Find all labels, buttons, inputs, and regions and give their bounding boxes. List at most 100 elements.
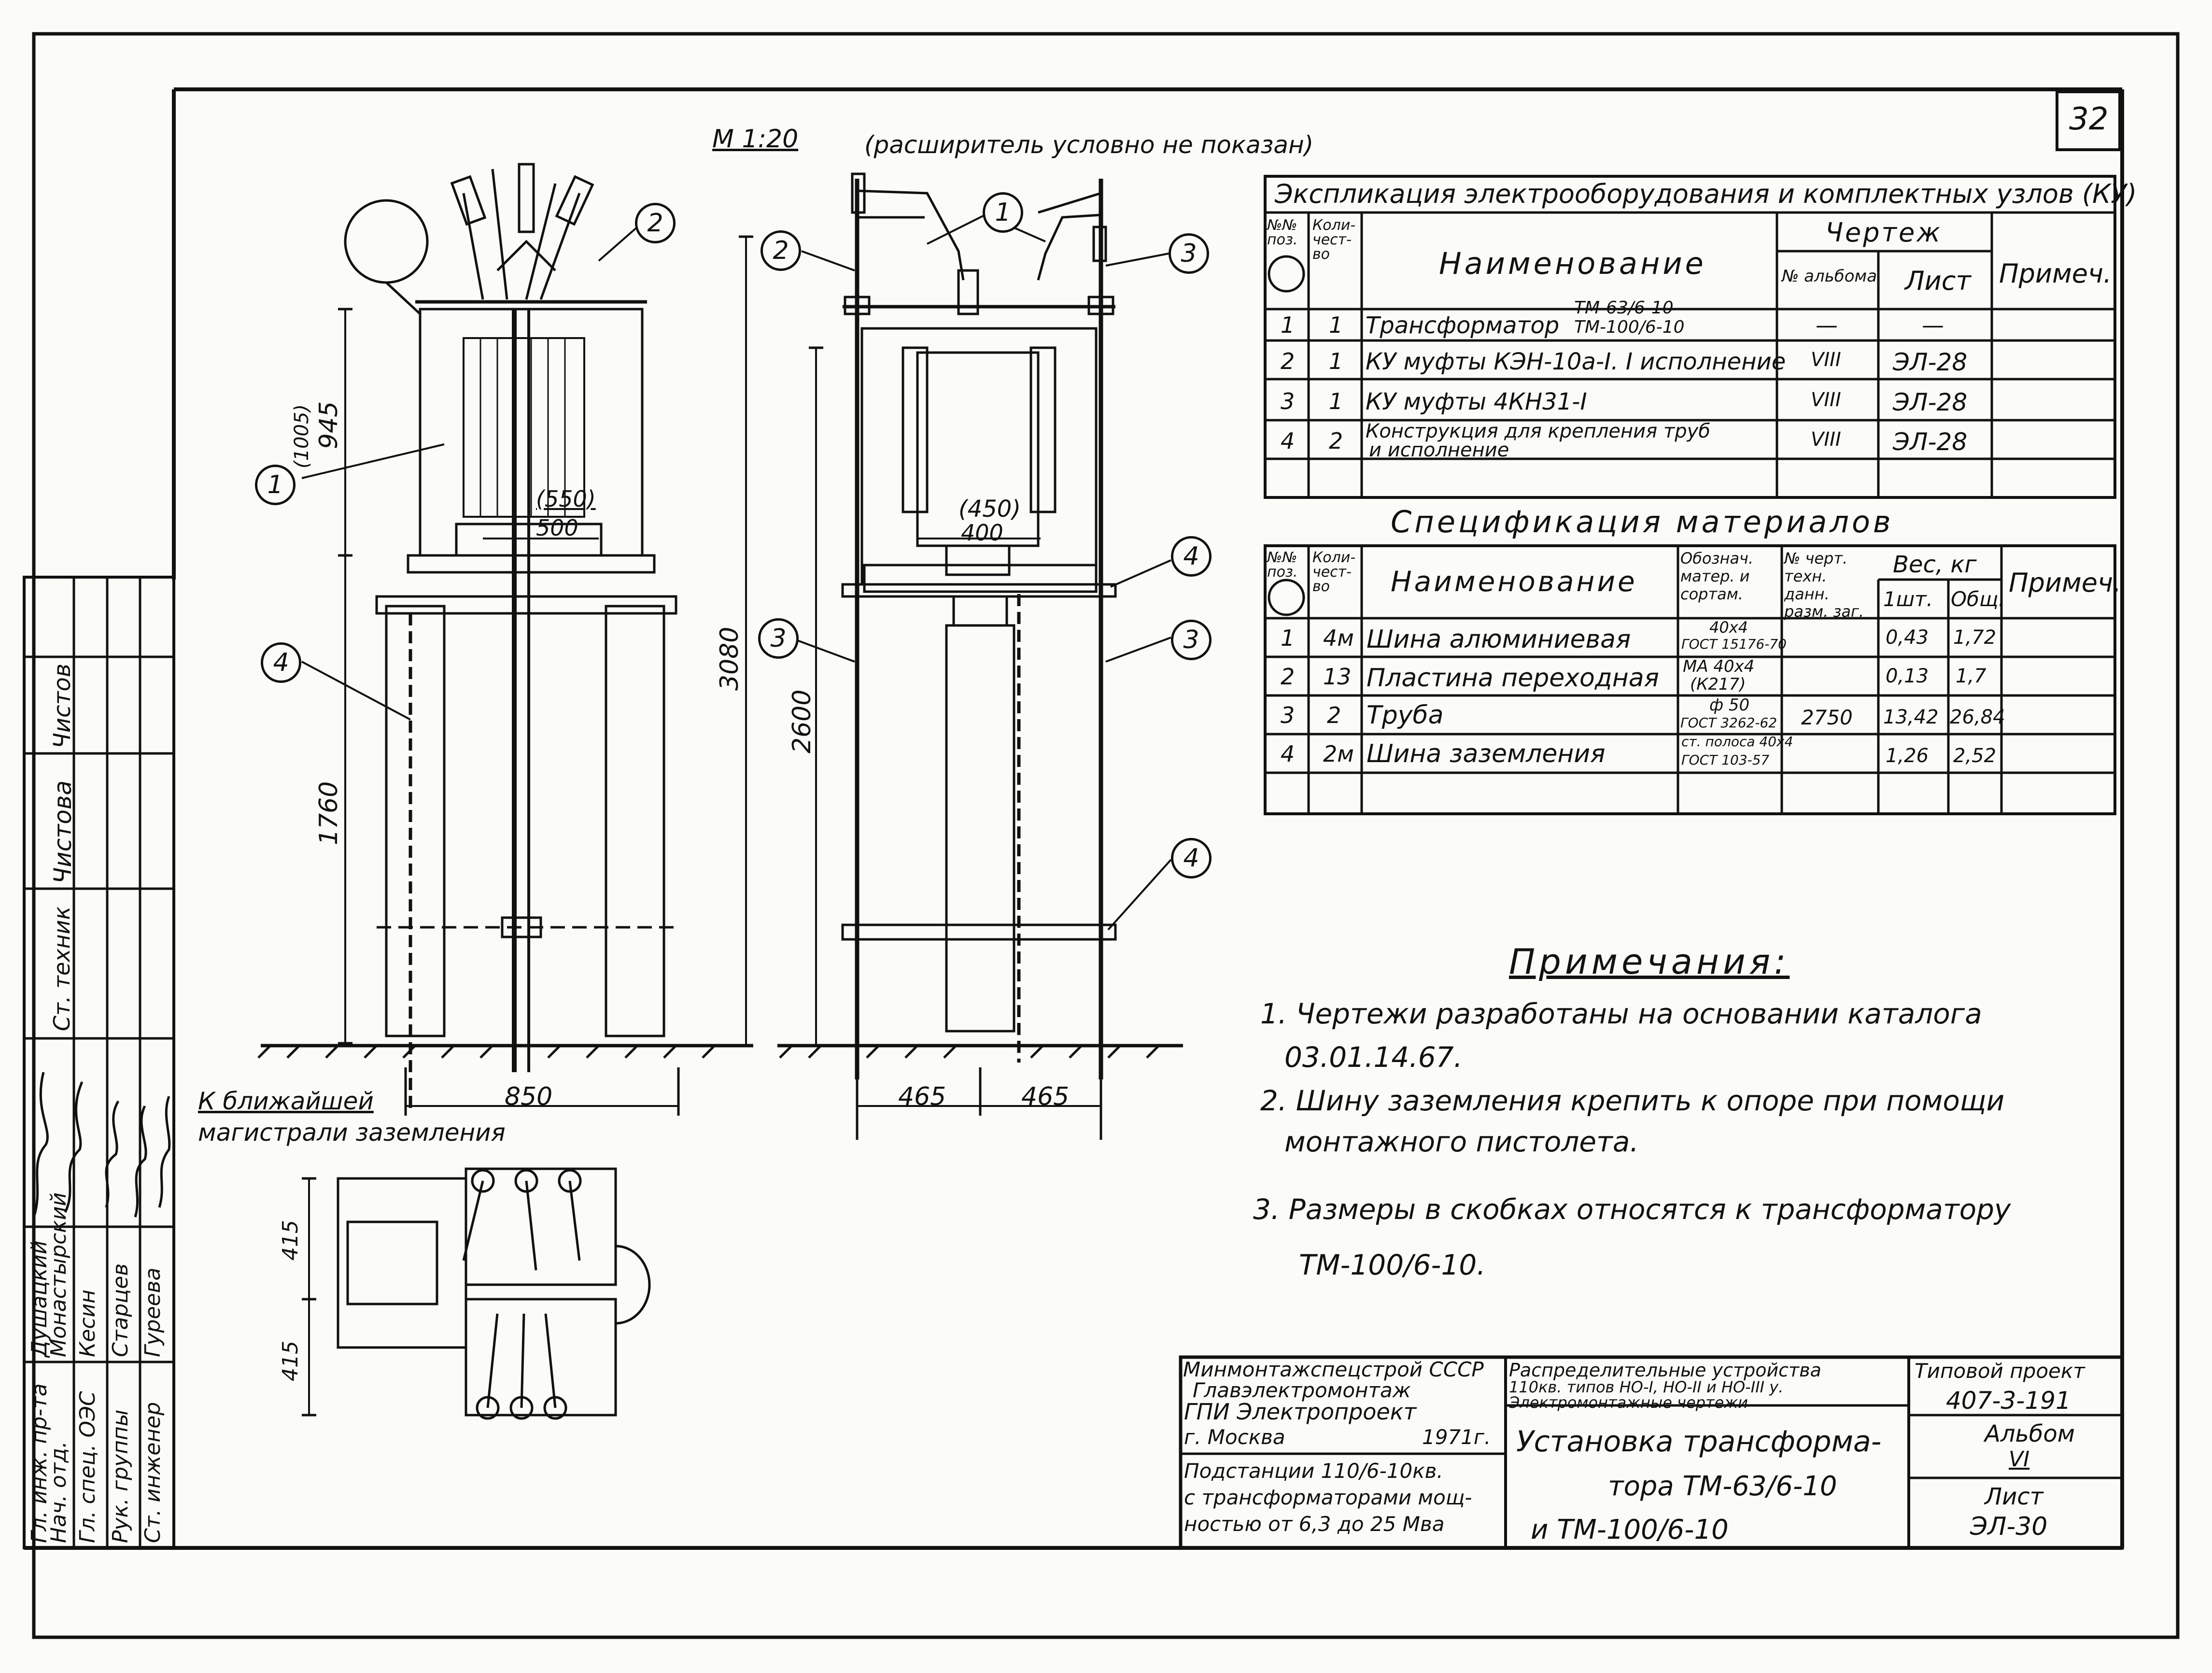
spec-cell-qty: 13 xyxy=(1323,664,1352,690)
tb-sub1: Подстанции 110/6-10кв. xyxy=(1184,1459,1443,1483)
dim-945: 945 xyxy=(314,401,343,449)
spec-cell-desig2: ГОСТ 3262-62 xyxy=(1680,715,1777,731)
signature-5 xyxy=(158,1096,171,1208)
spec-cell-wt: 1,7 xyxy=(1956,665,1987,687)
expl-cell-name-a: ТМ-63/6-10 xyxy=(1574,298,1674,318)
stamp-role-3: Гл. спец. ОЭС xyxy=(75,1391,100,1543)
stamp-name-3: Кесин xyxy=(75,1290,100,1357)
signature-1 xyxy=(32,1072,49,1218)
expl-cell-pos: 3 xyxy=(1281,388,1295,414)
tb-typical-project: Типовой проект xyxy=(1915,1359,2085,1383)
tb-sub3: ностью от 6,3 до 25 Мва xyxy=(1184,1512,1445,1536)
expl-cell-album: — xyxy=(1816,312,1838,338)
expl-cell-album: VIII xyxy=(1811,428,1841,451)
sheet-number: 32 xyxy=(2069,101,2109,137)
spec-cell-wt: 26,84 xyxy=(1950,706,2005,728)
spec-cell-tech: 2750 xyxy=(1801,706,1853,729)
spec-cell-qty: 2 xyxy=(1327,702,1341,728)
spec-cell-desig2: ГОСТ 15176-70 xyxy=(1681,636,1787,652)
expl-hdr-qty: Коли- чест- во xyxy=(1312,217,1356,263)
stamp-sign-chistov: Чистов xyxy=(49,663,76,749)
dim-2600: 2600 xyxy=(788,689,817,753)
spec-cell-name: Пластина переходная xyxy=(1367,664,1659,693)
expl-cell-name: КУ муфты 4КН31-I xyxy=(1366,388,1587,415)
tb-main3: и ТМ-100/6-10 xyxy=(1531,1514,1729,1545)
tb-project-number: 407-3-191 xyxy=(1946,1387,2071,1415)
expl-hdr-drawing: Чертеж xyxy=(1825,217,1942,248)
tb-main2: тора ТМ-63/6-10 xyxy=(1608,1471,1837,1502)
ground-note-line1: К ближайшей xyxy=(198,1087,374,1115)
expl-cell-qty: 1 xyxy=(1329,348,1343,374)
tb-proj3: Электромонтажные чертежи xyxy=(1509,1393,1748,1412)
spec-hdr-weight: Вес, кг xyxy=(1893,551,1977,578)
expl-cell-qty: 1 xyxy=(1329,312,1343,338)
expl-cell-name: Конструкция для крепления труб xyxy=(1366,420,1710,442)
tb-album-number: VI xyxy=(2009,1447,2030,1472)
stamp-signatures xyxy=(32,1072,171,1218)
spec-hdr-wt: Общ. xyxy=(1951,587,2005,611)
expl-cell-album: VIII xyxy=(1811,349,1841,371)
tb-org3: ГПИ Электропроект xyxy=(1184,1399,1417,1425)
spec-hdr-desig: Обознач. матер. и сортам. xyxy=(1680,549,1754,603)
tb-proj2: 110кв. типов НО-I, НО-II и НО-III у. xyxy=(1509,1378,1784,1396)
expl-cell-name: КУ муфты КЭН-10а-I. I исполнение xyxy=(1366,348,1786,375)
note-1-line1: 1. Чертежи разработаны на основании ката… xyxy=(1260,997,1982,1030)
spec-cell-pos: 3 xyxy=(1281,702,1295,728)
dim-850: 850 xyxy=(505,1082,553,1111)
callout-3-right-right: 3 xyxy=(1171,620,1212,660)
tb-year: 1971г. xyxy=(1422,1425,1491,1449)
stamp-name-5: Гуреева xyxy=(141,1267,165,1357)
tb-sheet-label: Лист xyxy=(1985,1483,2043,1510)
tb-sheet-number: ЭЛ-30 xyxy=(1970,1512,2048,1541)
expl-cell-name-a: и исполнение xyxy=(1369,439,1509,461)
stamp-name-chistova: Чистова xyxy=(49,780,77,884)
expl-cell-sheet: — xyxy=(1922,312,1944,338)
note-3-line2: ТМ-100/6-10. xyxy=(1299,1248,1486,1281)
expl-hdr-note: Примеч. xyxy=(1999,258,2112,289)
note-2-line2: монтажного пистолета. xyxy=(1284,1125,1639,1158)
dim-465-left: 465 xyxy=(898,1082,946,1111)
spec-hdr-w1: 1шт. xyxy=(1883,587,1933,611)
spec-hdr-pos: №№ поз. xyxy=(1267,549,1298,581)
spec-cell-wt: 1,72 xyxy=(1953,626,1997,649)
dim-450: (450) xyxy=(958,496,1021,523)
spec-cell-w1: 0,43 xyxy=(1886,626,1929,649)
note-1-line2: 03.01.14.67. xyxy=(1284,1041,1463,1074)
spec-cell-desig1: ф 50 xyxy=(1709,695,1750,715)
spec-hdr-note: Примеч. xyxy=(2009,567,2122,598)
callout-1-left: 1 xyxy=(255,465,296,505)
expl-cell-qty: 2 xyxy=(1329,428,1343,454)
spec-cell-name: Шина заземления xyxy=(1367,739,1606,768)
stamp-role-2: Нач. отд. xyxy=(46,1441,71,1543)
spec-cell-w1: 0,13 xyxy=(1886,665,1929,687)
spec-cell-wt: 2,52 xyxy=(1953,745,1997,767)
spec-cell-pos: 4 xyxy=(1281,741,1295,767)
tb-org2: Главэлектромонтаж xyxy=(1193,1378,1411,1402)
spec-hdr-tech: № черт. техн. данн. разм. заг. xyxy=(1784,549,1864,621)
spec-cell-w1: 1,26 xyxy=(1886,745,1929,767)
expl-cell-pos: 4 xyxy=(1281,428,1295,454)
expl-hdr-album: № альбома xyxy=(1782,267,1877,286)
expl-hdr-name: Наименование xyxy=(1439,246,1706,281)
spec-cell-pos: 2 xyxy=(1281,664,1295,690)
spec-hdr-name: Наименование xyxy=(1391,565,1637,598)
spec-cell-desig1: ст. полоса 40х4 xyxy=(1681,734,1793,750)
note-2-line1: 2. Шину заземления крепить к опоре при п… xyxy=(1260,1084,2005,1117)
dim-415-top: 415 xyxy=(278,1220,303,1261)
callout-1-right: 1 xyxy=(983,192,1023,233)
spec-cell-w1: 13,42 xyxy=(1883,706,1939,728)
spec-cell-pos: 1 xyxy=(1281,625,1295,651)
callout-4-right-bottom: 4 xyxy=(1171,838,1212,879)
spec-cell-qty: 2м xyxy=(1323,741,1354,767)
stamp-role-5: Ст. инженер xyxy=(141,1402,165,1543)
note-3-line1: 3. Размеры в скобках относятся к трансфо… xyxy=(1253,1193,2011,1226)
tb-sub2: с трансформаторами мощ- xyxy=(1184,1486,1472,1509)
spec-cell-name: Шина алюминиевая xyxy=(1367,625,1631,654)
tb-city: г. Москва xyxy=(1184,1425,1285,1449)
tb-album-label: Альбом xyxy=(1985,1420,2075,1447)
notes-title: Примечания: xyxy=(1509,941,1790,982)
spec-hdr-qty: Коли- чест- во xyxy=(1312,549,1356,595)
dim-1005: (1005) xyxy=(291,404,313,468)
